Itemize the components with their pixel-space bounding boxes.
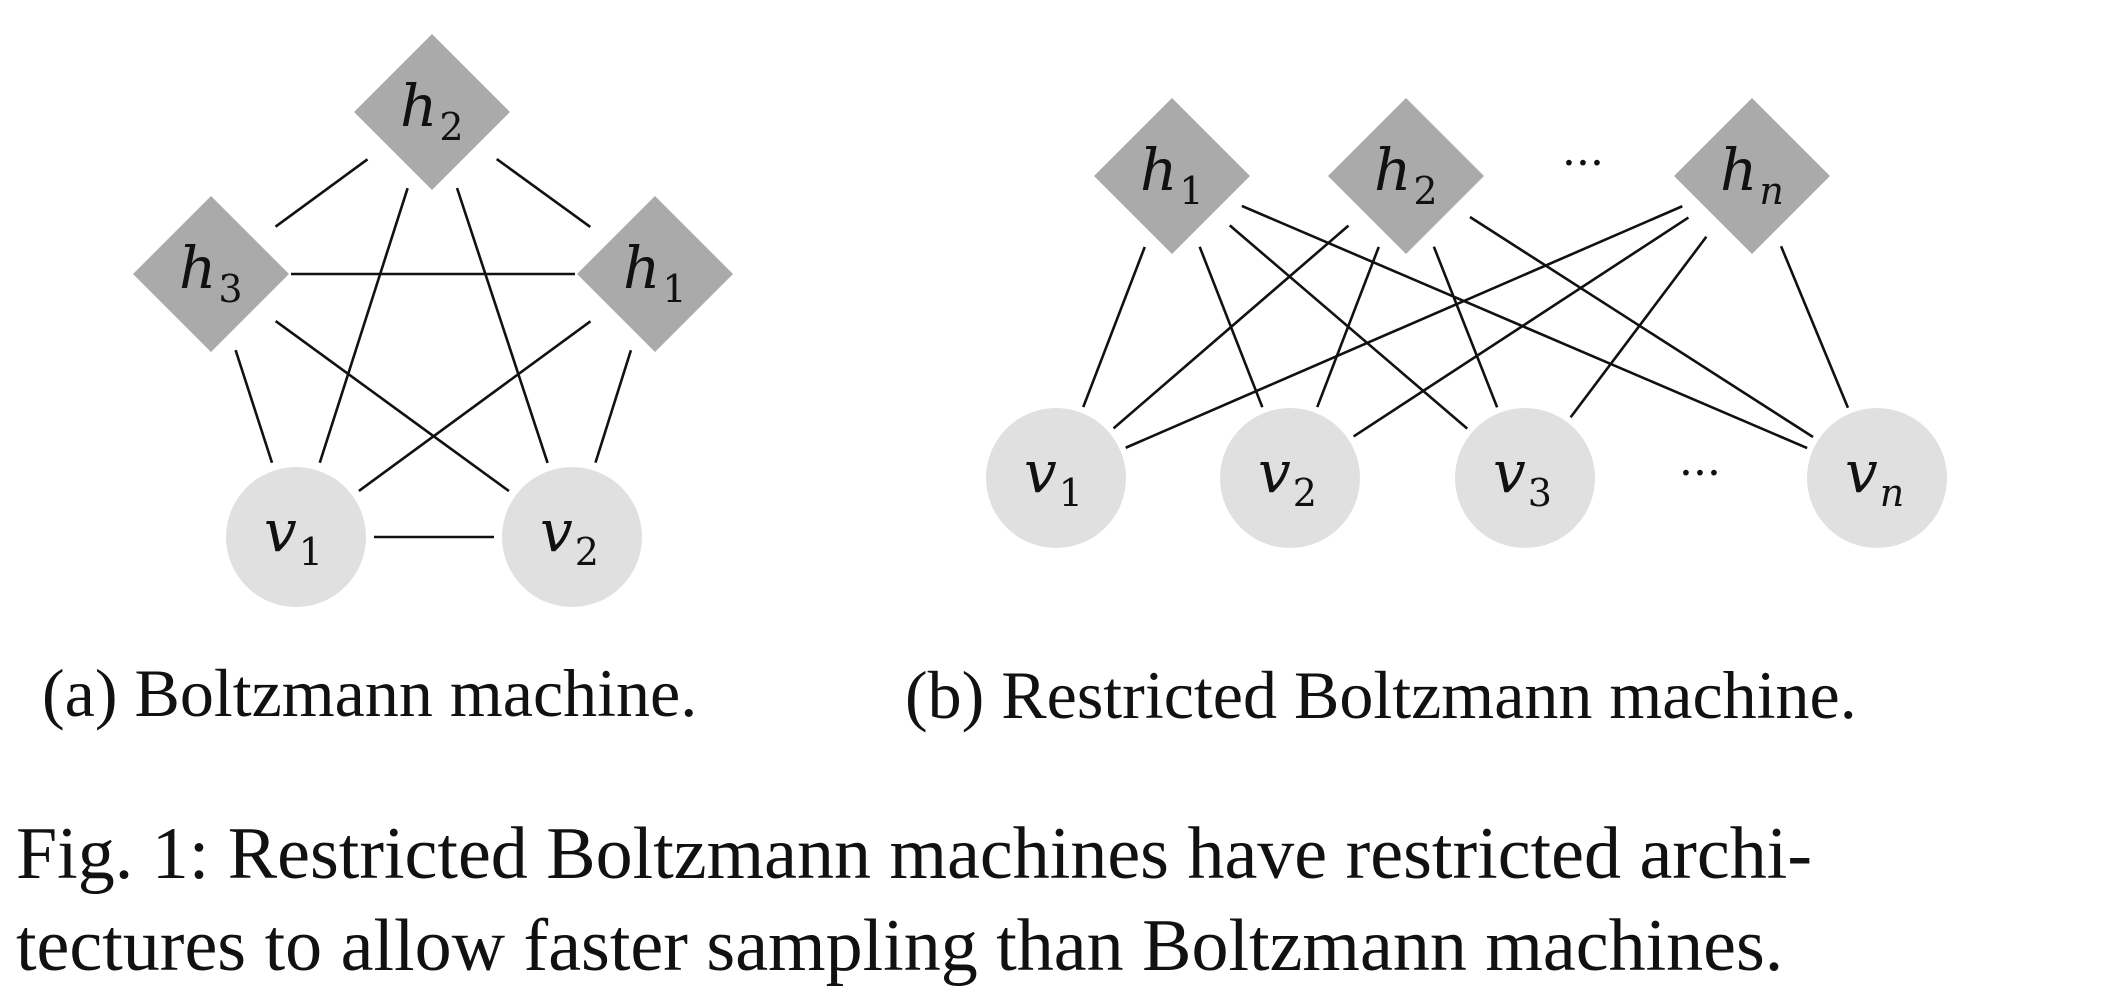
- panel-b-node-v1: v1: [986, 408, 1126, 548]
- panel-b-edge-hn-v2: [1352, 216, 1690, 438]
- panel-b-edge-h2-vn: [1469, 215, 1814, 439]
- panel-a-edge-h2-h1: [495, 157, 592, 229]
- panel-a-node-v1-label: v1: [264, 497, 323, 574]
- panel-a-node-h2-subscript: 2: [439, 105, 463, 149]
- panel-b-node-v1-label: v1: [1024, 438, 1083, 515]
- panel-a-node-h3-shape: [133, 196, 289, 352]
- panel-b-node-hn: hn: [1674, 98, 1830, 254]
- panel-b-hidden-ellipsis: ···: [1562, 138, 1604, 189]
- panel-a-node-h1: h1: [577, 196, 733, 352]
- panel-a-node-v1-subscript: 1: [299, 530, 323, 574]
- figure-caption-line-2: tectures to allow faster sampling than B…: [16, 905, 1784, 987]
- panel-b-node-v2: v2: [1220, 408, 1360, 548]
- panel-b-visible-ellipsis: ···: [1679, 448, 1721, 499]
- figure-caption: Fig. 1: Restricted Boltzmann machines ha…: [16, 808, 2126, 992]
- panel-b-edge-h1-v1: [1082, 246, 1146, 408]
- panel-b-node-v2-subscript: 2: [1293, 471, 1317, 515]
- panel-b-node-v1-shape: [986, 408, 1126, 548]
- panel-a-edge-h1-v1: [358, 320, 592, 492]
- panel-a-node-v2: v2: [502, 467, 642, 607]
- panel-b-edge-h2-v1: [1112, 224, 1350, 430]
- panel-b-edge-hn-v1: [1125, 205, 1683, 449]
- panel-a-edge-h3-v2: [274, 320, 510, 493]
- panel-a-node-h1-shape: [577, 196, 733, 352]
- panel-b-node-vn-label: vn: [1845, 438, 1904, 515]
- panel-a-edge-h3-v1: [234, 349, 274, 464]
- panel-a-node-h3-subscript: 3: [218, 267, 242, 311]
- figure-caption-line-1: Fig. 1: Restricted Boltzmann machines ha…: [16, 813, 1812, 895]
- panel-a-node-h2-label: h2: [400, 72, 464, 149]
- panel-b-nodes: h1 h2 hn v1 v2 v3 vn: [986, 98, 1947, 548]
- panel-b-edge-h1-vn: [1241, 204, 1808, 450]
- panel-a-edge-h2-v1: [318, 187, 409, 464]
- panel-a-edge-h1-v2: [594, 349, 633, 464]
- panel-b-caption: (b) Restricted Boltzmann machine.: [905, 657, 1857, 733]
- panel-b-node-vn-subscript: n: [1880, 471, 1904, 515]
- panel-b-node-v2-shape: [1220, 408, 1360, 548]
- panel-a-node-v2-subscript: 2: [575, 530, 599, 574]
- panel-a-nodes: h2 h3 h1 v1 v2: [133, 34, 733, 607]
- panel-b-node-vn: vn: [1807, 408, 1947, 548]
- panel-b-edges: [1082, 204, 1850, 450]
- panel-b-edge-h2-v2: [1316, 246, 1380, 408]
- panel-a-edge-h2-h3: [274, 158, 369, 228]
- panel-b-edge-hn-vn: [1779, 245, 1850, 409]
- panel-b-node-v3-subscript: 3: [1528, 471, 1552, 515]
- panel-a-node-v2-shape: [502, 467, 642, 607]
- panel-a-node-h1-subscript: 1: [662, 267, 686, 311]
- panel-a-node-h2-shape: [354, 34, 510, 190]
- panel-a-edge-h2-v2: [455, 187, 549, 464]
- panel-a-node-h2: h2: [354, 34, 510, 190]
- panel-b-node-h1-subscript: 1: [1179, 169, 1203, 213]
- panel-a-caption: (a) Boltzmann machine.: [42, 655, 697, 731]
- panel-a-node-v1: v1: [226, 467, 366, 607]
- panel-b-node-h2-shape: [1328, 98, 1484, 254]
- panel-a-node-v1-shape: [226, 467, 366, 607]
- panel-b-node-h2-subscript: 2: [1413, 169, 1437, 213]
- panel-b-edge-h2-v3: [1432, 246, 1499, 408]
- panel-b-node-h1-shape: [1094, 98, 1250, 254]
- panel-b-node-hn-subscript: n: [1759, 169, 1783, 213]
- panel-b-node-v3: v3: [1455, 408, 1595, 548]
- panel-a-edges: [234, 157, 633, 539]
- panel-b-edge-hn-v3: [1569, 235, 1708, 419]
- panel-b-node-hn-shape: [1674, 98, 1830, 254]
- panel-a-node-h3: h3: [133, 196, 289, 352]
- panel-b-node-v3-shape: [1455, 408, 1595, 548]
- panel-b-node-h1: h1: [1094, 98, 1250, 254]
- panel-b-node-v1-subscript: 1: [1059, 471, 1083, 515]
- panel-b-node-h2: h2: [1328, 98, 1484, 254]
- panel-b-node-vn-shape: [1807, 408, 1947, 548]
